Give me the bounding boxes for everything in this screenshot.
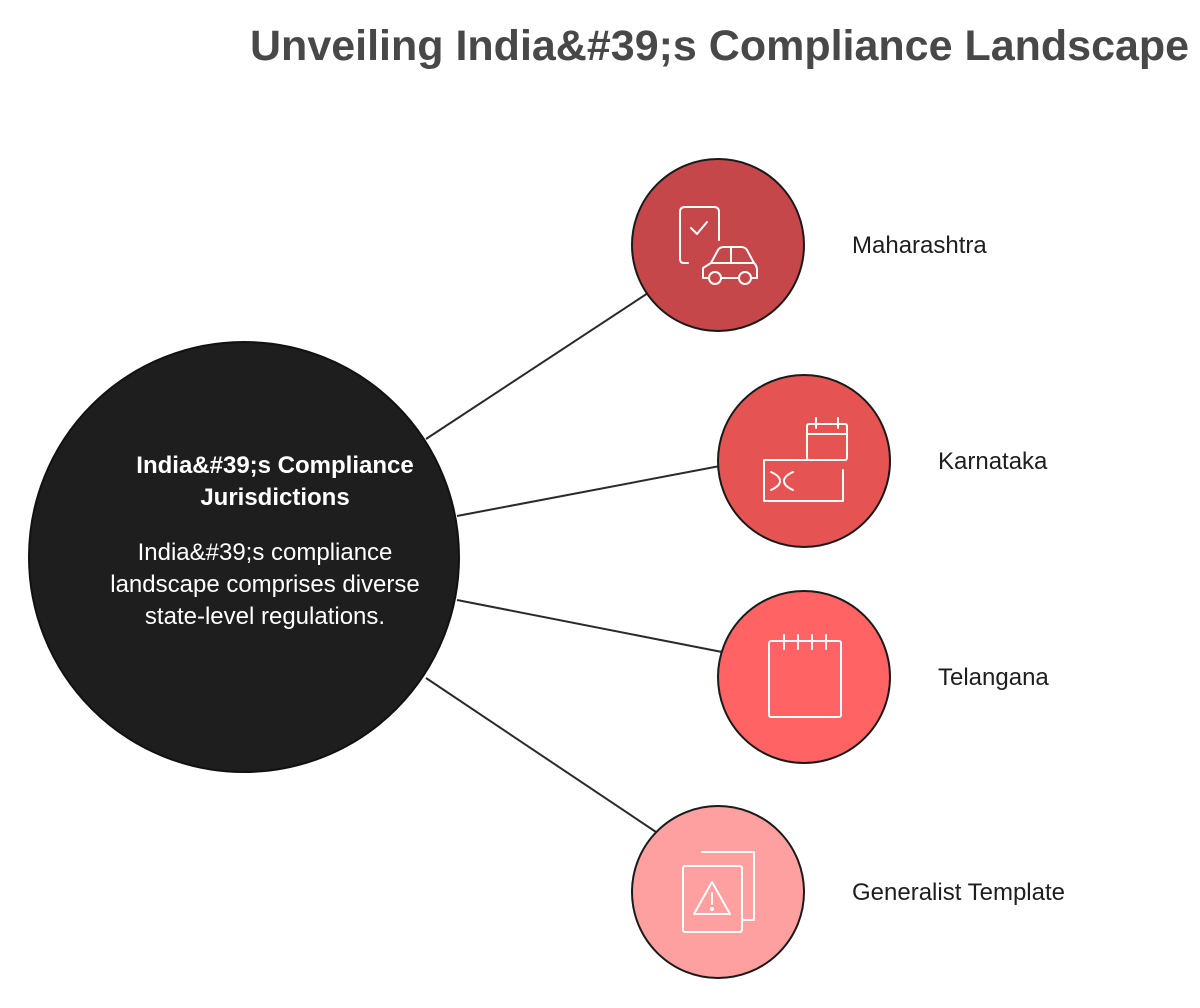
document-check-car-icon — [679, 206, 758, 285]
connector-generalist — [425, 677, 657, 833]
connector-telangana — [456, 599, 723, 653]
hub-circle — [28, 341, 460, 773]
warning-document-icon — [682, 851, 755, 933]
node-label-telangana: Telangana — [938, 664, 1049, 691]
node-label-karnataka: Karnataka — [938, 448, 1048, 475]
diagram-title: Unveiling India&#39;s Compliance Landsca… — [250, 22, 1190, 70]
hub-description: India&#39;s compliance landscape compris… — [110, 539, 420, 630]
node-label-generalist-template: Generalist Template — [852, 879, 1065, 906]
node-circle-maharashtra — [631, 158, 805, 332]
hub-heading: India&#39;s Compliance Jurisdictions — [136, 452, 414, 511]
node-circle-telangana — [717, 590, 891, 764]
calendar-ticket-icon — [763, 417, 848, 502]
connector-karnataka — [456, 465, 721, 517]
node-label-maharashtra: Maharashtra — [852, 232, 987, 259]
notepad-icon — [768, 634, 842, 718]
connector-maharashtra — [425, 292, 649, 440]
